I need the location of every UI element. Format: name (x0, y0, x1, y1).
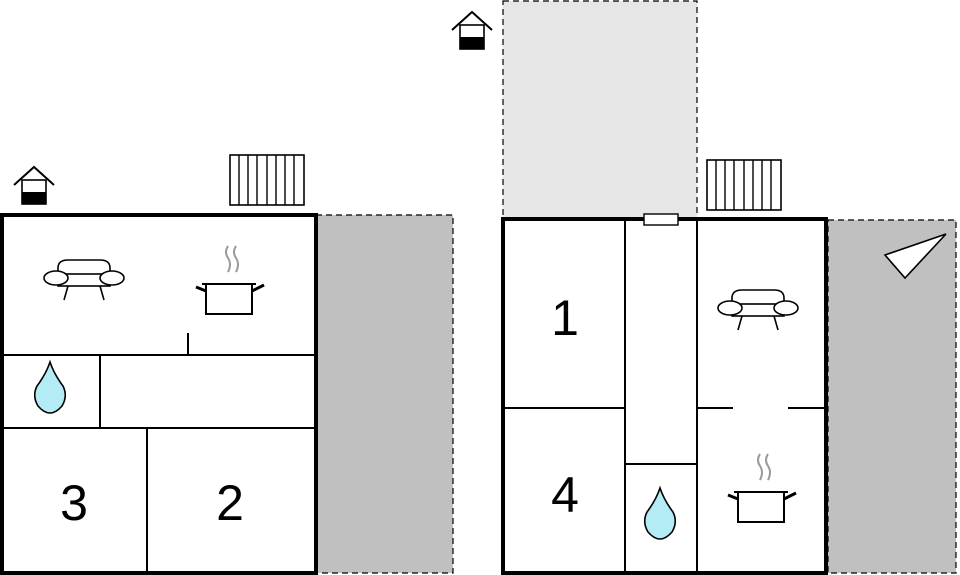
terrace-area (315, 214, 454, 574)
plan-left: 3 2 (0, 154, 454, 575)
radiator-icon (229, 154, 305, 206)
room-label-1: 1 (551, 290, 579, 346)
room-label-3: 3 (60, 475, 88, 531)
house-entrance-icon (451, 11, 493, 50)
window (643, 213, 679, 226)
terrace-area (827, 219, 957, 574)
house-entrance-icon (13, 166, 55, 205)
garden-area (502, 0, 698, 220)
room-label-4: 4 (551, 467, 579, 523)
plan-right: 1 4 (451, 0, 957, 575)
compass-arrow-icon (883, 233, 947, 280)
room-label-2: 2 (216, 475, 244, 531)
radiator-icon (706, 159, 782, 211)
